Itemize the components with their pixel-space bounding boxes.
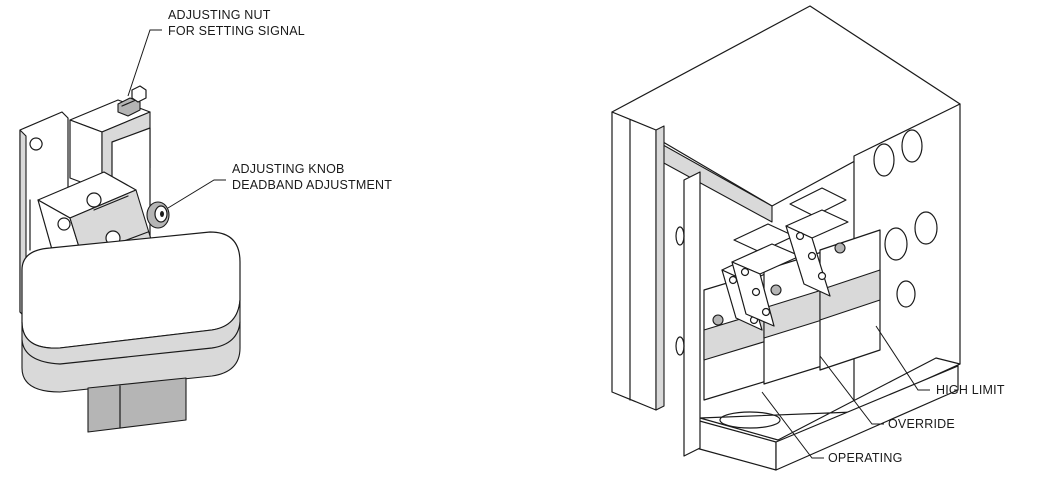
leader-nut — [127, 29, 162, 97]
label-override: OVERRIDE — [888, 417, 955, 431]
label-adjusting-nut: ADJUSTING NUT — [168, 8, 271, 22]
leader-knob — [167, 179, 226, 209]
switch-high-limit — [785, 187, 881, 371]
leader-high-limit — [875, 325, 930, 391]
label-high-limit: HIGH LIMIT — [936, 383, 1005, 397]
label-adjusting-knob: ADJUSTING KNOB — [232, 162, 345, 176]
leader-operating — [761, 391, 824, 459]
label-deadband-adjustment: DEADBAND ADJUSTMENT — [232, 178, 393, 192]
label-operating: OPERATING — [828, 451, 903, 465]
adjusting-nut — [117, 85, 147, 117]
leader-override — [819, 355, 884, 425]
adjusting-knob — [146, 201, 170, 229]
switch-base — [21, 231, 241, 433]
label-setting-signal: FOR SETTING SIGNAL — [168, 24, 305, 38]
